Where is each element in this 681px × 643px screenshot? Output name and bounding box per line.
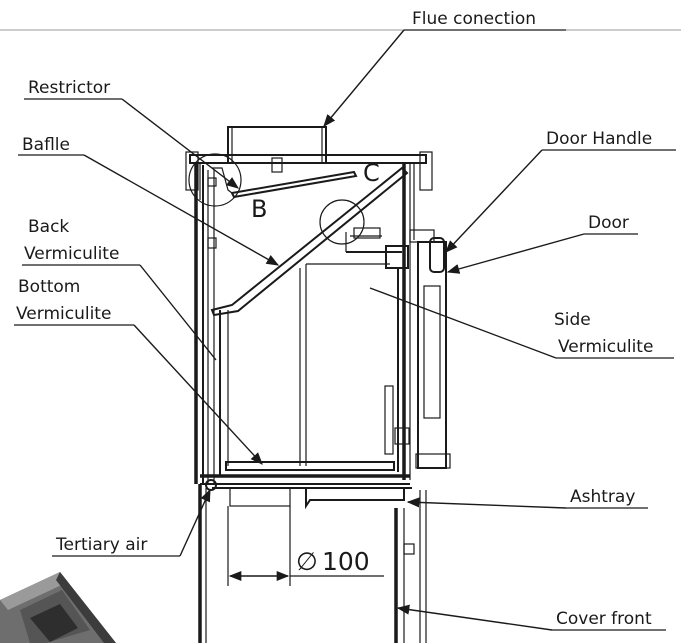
top-plate xyxy=(189,154,427,164)
leader-baffle xyxy=(83,154,280,266)
label-side-line2: Vermiculite xyxy=(558,337,653,357)
ashtray-body xyxy=(229,487,291,507)
stove-body xyxy=(185,126,451,643)
label-door: Door xyxy=(588,213,629,233)
detail-label-c: C xyxy=(363,159,380,187)
leader-door xyxy=(446,233,585,274)
detail-circle-b xyxy=(188,153,242,207)
door-frame xyxy=(417,241,447,469)
restrictor-plate xyxy=(230,170,358,199)
label-bottom-line2: Vermiculite xyxy=(16,304,111,324)
diameter-dimension: ∅ 100 xyxy=(227,506,384,586)
leader-back-vermiculite xyxy=(139,264,217,361)
door-handle xyxy=(429,237,445,273)
diameter-symbol: ∅ xyxy=(296,547,318,576)
leader-cover-front xyxy=(396,604,553,631)
label-side-line1: Side xyxy=(554,310,591,330)
label-back-line1: Back xyxy=(28,217,69,237)
detail-label-b: B xyxy=(251,195,267,223)
leader-ashtray xyxy=(406,497,567,509)
leader-side-vermiculite xyxy=(369,287,557,359)
label-tertiary-air: Tertiary air xyxy=(55,535,147,555)
label-baffle: Baflle xyxy=(22,135,70,155)
detail-circle-c xyxy=(319,199,365,245)
label-flue-connection: Flue conection xyxy=(412,9,536,29)
leader-bottom-vermiculite xyxy=(133,324,263,465)
diameter-value: 100 xyxy=(322,547,370,576)
label-cover-front: Cover front xyxy=(556,609,652,629)
leader-flue xyxy=(323,29,405,127)
baffle-plate xyxy=(210,166,409,317)
label-back-line2: Vermiculite xyxy=(24,244,119,264)
label-door-handle: Door Handle xyxy=(546,129,652,149)
label-restrictor: Restrictor xyxy=(28,78,110,98)
label-ashtray: Ashtray xyxy=(570,487,635,507)
bottom-vermiculite-panel xyxy=(225,461,395,471)
corner-3d-object xyxy=(0,572,116,643)
leader-tertiary-air xyxy=(179,488,211,557)
tertiary-air-inlet xyxy=(205,479,217,491)
leader-restrictor xyxy=(121,98,239,189)
leader-door-handle xyxy=(445,149,543,253)
label-bottom-line1: Bottom xyxy=(18,277,80,297)
